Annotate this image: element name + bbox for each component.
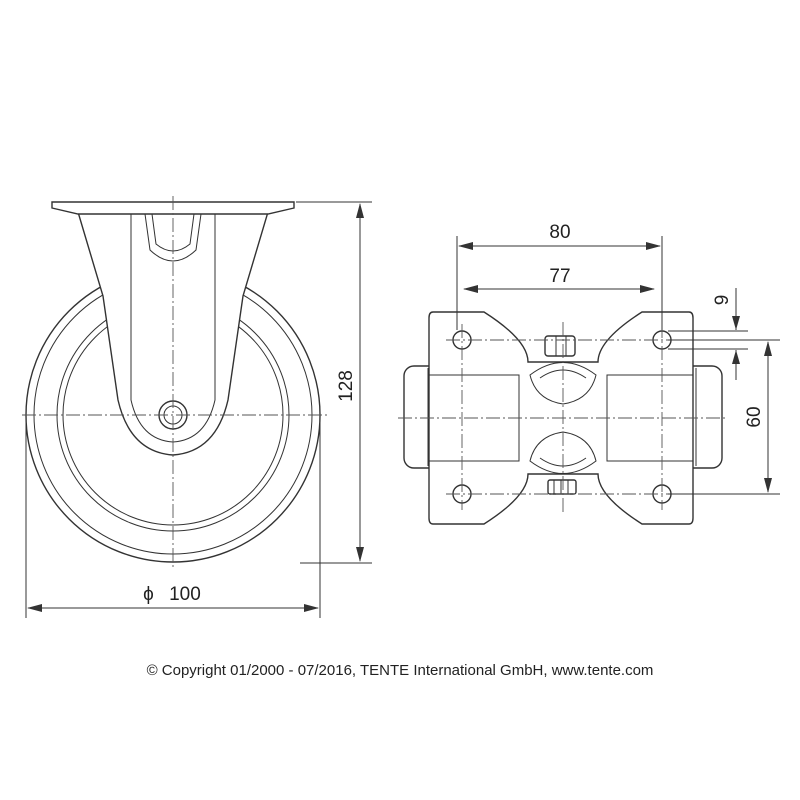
diameter-symbol: ϕ (143, 584, 154, 605)
hole-size-arrow-bottom (732, 350, 740, 364)
depth-arrow-bottom (764, 478, 772, 493)
spacing-arrow-right (640, 285, 655, 293)
hole-spacing-label: 77 (549, 266, 570, 287)
diameter-arrow-right (304, 604, 319, 612)
height-arrow-top (356, 203, 364, 218)
plate-width-label: 80 (549, 222, 570, 243)
spacing-arrow-left (463, 285, 478, 293)
caster-side-view: 128 ϕ 100 (22, 196, 372, 618)
height-arrow-bottom (356, 547, 364, 562)
hole-size-arrow-top (732, 316, 740, 330)
axle-nut-bottom (547, 479, 577, 495)
fork-reinforcement (144, 213, 202, 262)
diameter-arrow-left (27, 604, 42, 612)
plate-top-view: 80 77 9 60 (398, 222, 780, 525)
hole-size-label: 9 (712, 295, 733, 306)
fork-slot-top (529, 362, 597, 405)
depth-arrow-top (764, 341, 772, 356)
height-label: 128 (336, 370, 357, 402)
copyright-notice: © Copyright 01/2000 - 07/2016, TENTE Int… (146, 662, 654, 679)
width-arrow-right (646, 242, 661, 250)
axle-nut-top (544, 335, 576, 357)
plate-depth-label: 60 (744, 406, 765, 427)
width-arrow-left (458, 242, 473, 250)
fork-slot-bottom (529, 431, 597, 474)
diameter-label: ϕ 100 (143, 584, 201, 605)
diameter-value: 100 (169, 584, 201, 605)
